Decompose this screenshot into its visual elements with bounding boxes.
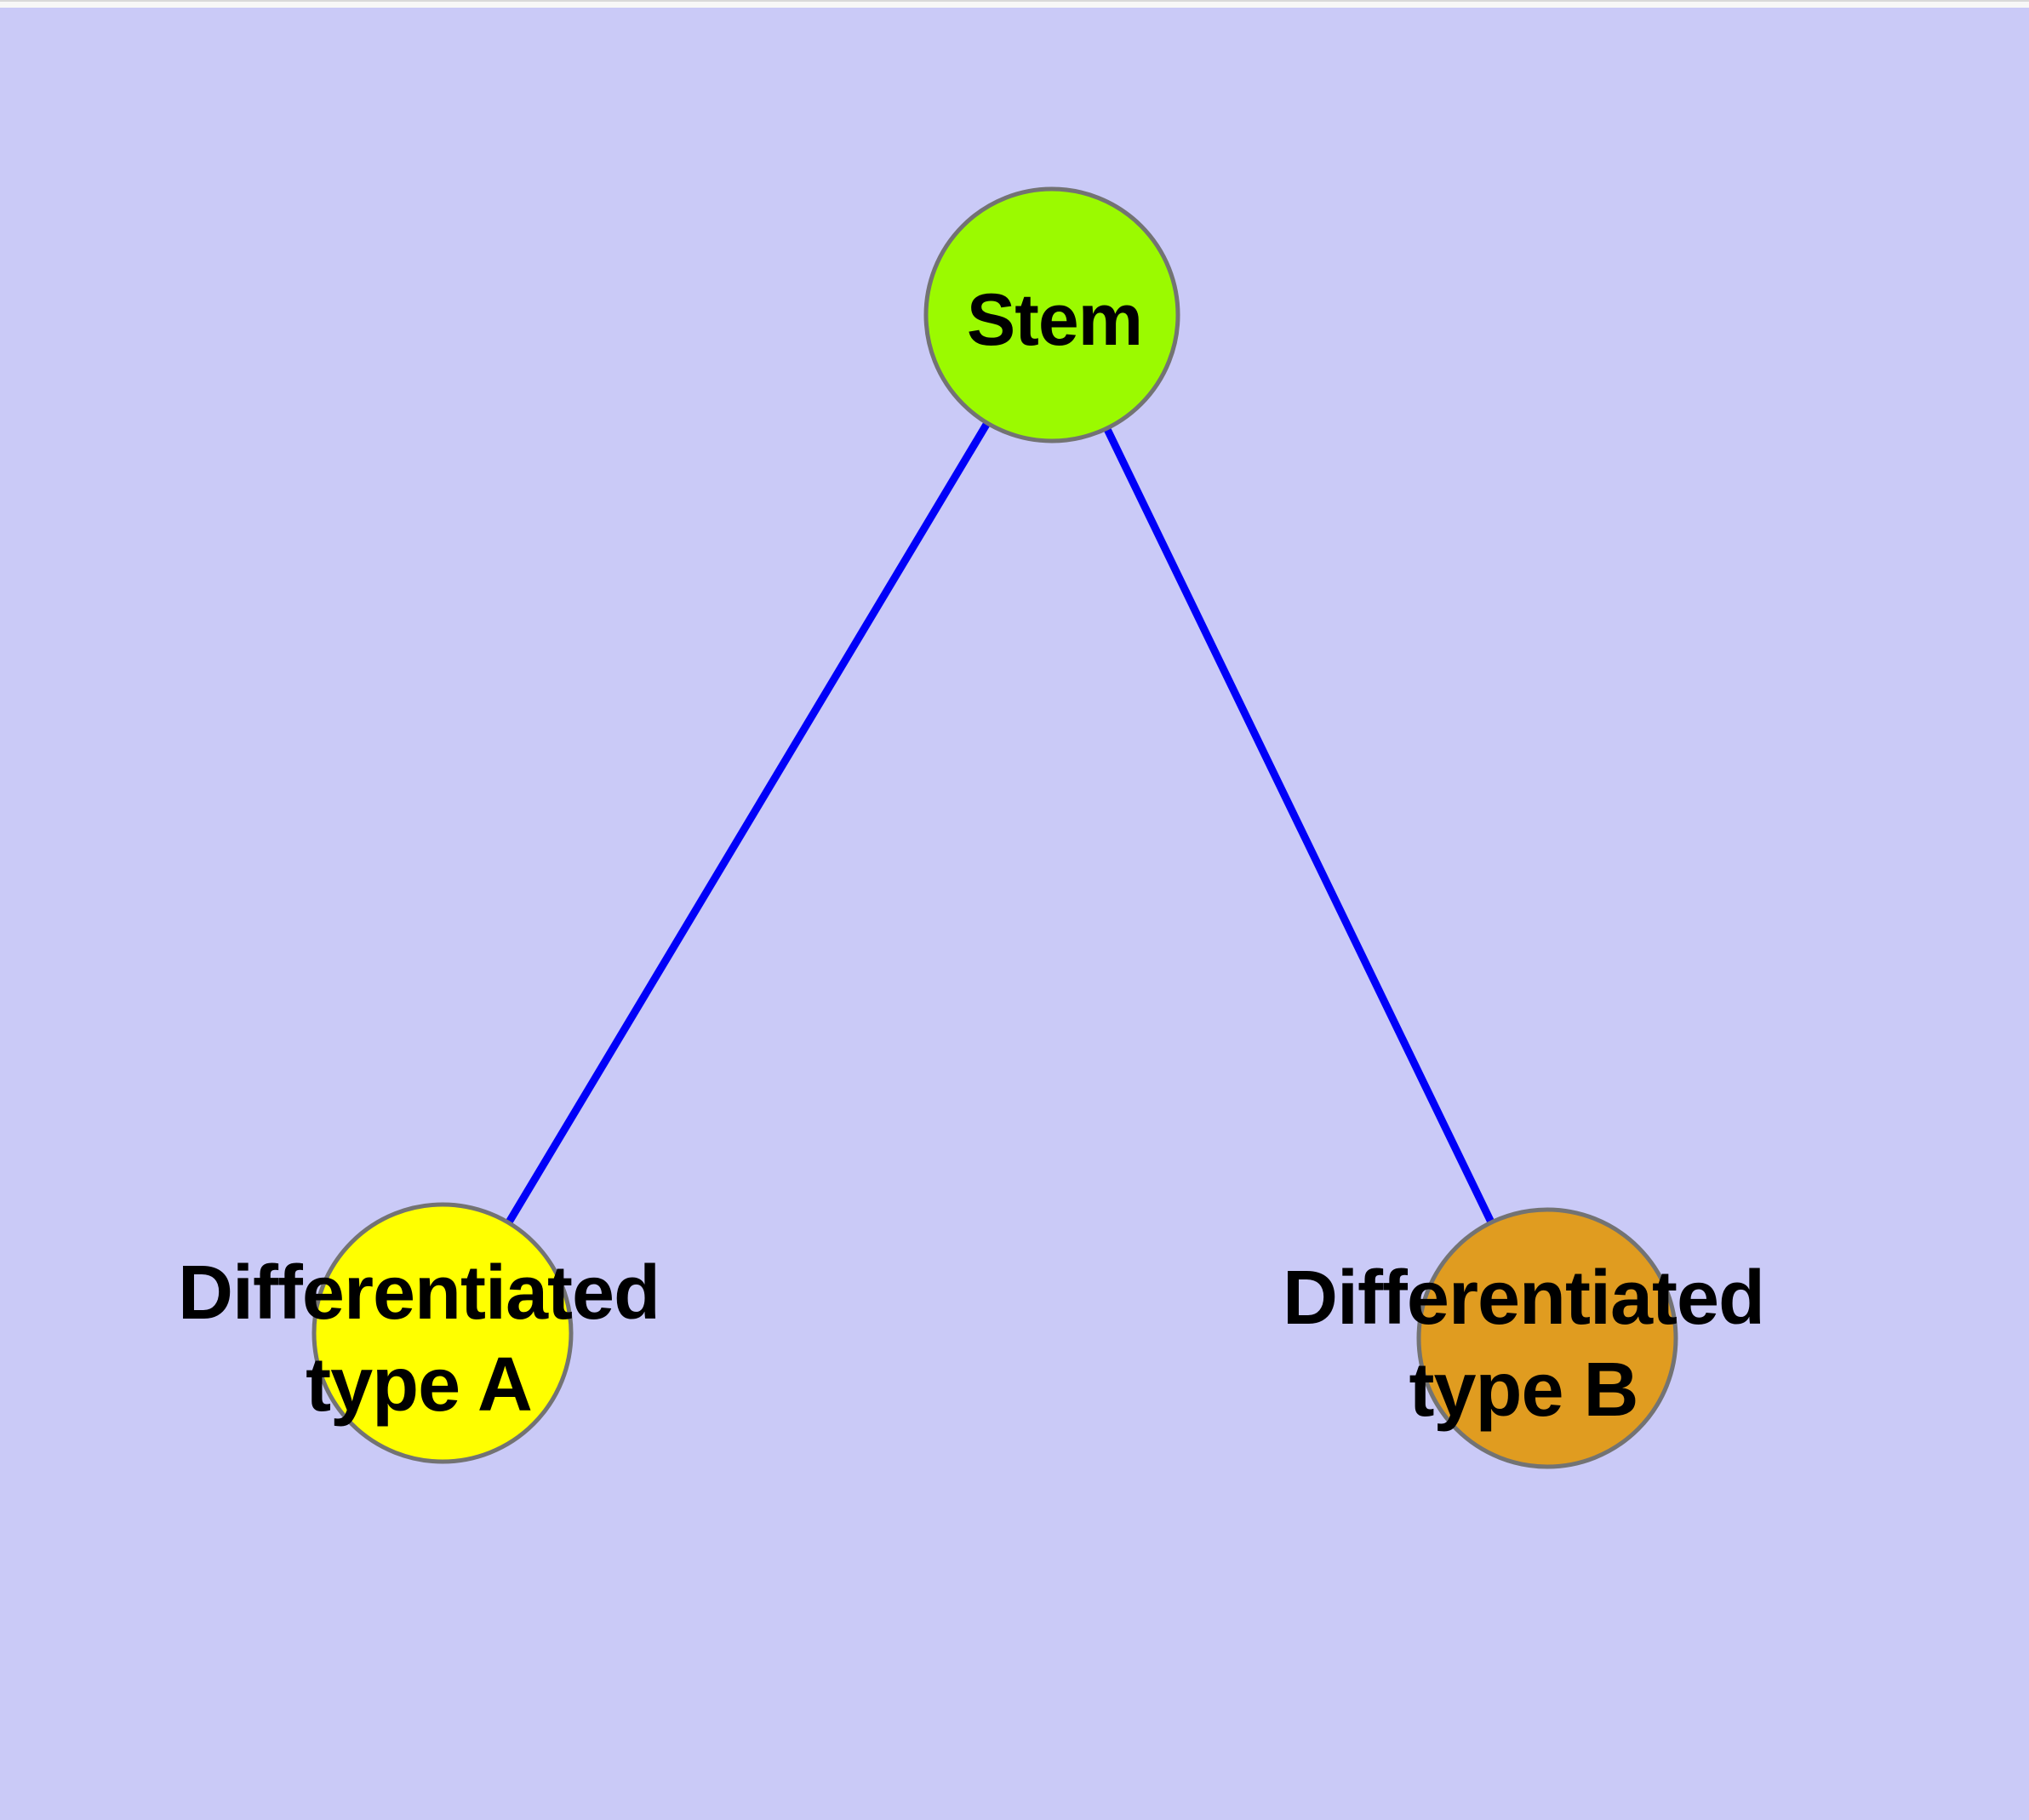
stem-node <box>923 186 1180 444</box>
type-b-label-line1: Differentiated <box>1283 1256 1764 1341</box>
type-b-label-line2: type B <box>1409 1348 1637 1433</box>
edge-stem-to-type-a <box>439 312 1055 1336</box>
differentiated-type-a-node <box>311 1202 574 1464</box>
type-a-label-line2: type A <box>306 1342 532 1428</box>
top-edge-strip <box>0 2 2029 8</box>
type-a-label-line1: Differentiated <box>178 1251 660 1336</box>
top-edge-line <box>0 0 2029 2</box>
stem-node-label: Stem <box>967 279 1142 361</box>
differentiated-type-b-node <box>1416 1207 1678 1469</box>
edge-stem-to-type-b <box>1048 313 1552 1340</box>
